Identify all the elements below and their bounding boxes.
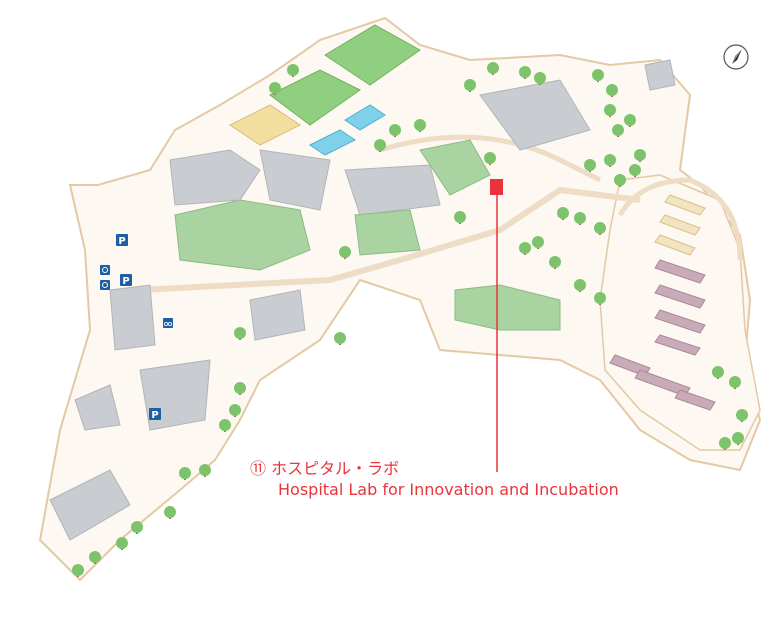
tree-icon [574, 279, 586, 292]
baseball-field [324, 24, 421, 86]
tree-icon [229, 404, 241, 417]
svg-text:P: P [118, 236, 125, 247]
tree-icon [629, 164, 641, 177]
dorm-yellow-group [654, 194, 706, 256]
pool [309, 129, 356, 156]
tree-icon [179, 467, 191, 480]
building-farwest [49, 469, 131, 541]
tree-icon [487, 62, 499, 75]
building-west [109, 284, 156, 351]
tree-icon [287, 64, 299, 77]
trees [72, 62, 748, 577]
tree-icon [549, 256, 561, 269]
tree-icon [234, 327, 246, 340]
tree-icon [606, 84, 618, 97]
tree-icon [219, 419, 231, 432]
pool-2 [344, 104, 386, 131]
building-southwest [74, 384, 121, 431]
tree-icon [634, 149, 646, 162]
tree-icon [454, 211, 466, 224]
tree-icon [72, 564, 84, 577]
tree-icon [612, 124, 624, 137]
tree-icon [534, 72, 546, 85]
tree-icon [574, 212, 586, 225]
parking-icon: P [149, 408, 161, 421]
tree-icon [389, 124, 401, 137]
tree-icon [269, 82, 281, 95]
tree-icon [719, 437, 731, 450]
tree-icon [732, 432, 744, 445]
tree-icon [464, 79, 476, 92]
loop-road [379, 134, 602, 183]
callout-label-en[interactable]: Hospital Lab for Innovation and Incubati… [278, 480, 619, 499]
tree-icon [234, 382, 246, 395]
dorm-building [654, 284, 706, 309]
dorm-building [674, 389, 716, 411]
building-south [454, 284, 561, 331]
tree-icon [729, 376, 741, 389]
ring-road [617, 177, 743, 261]
dorm-building [659, 214, 701, 236]
tree-icon [592, 69, 604, 82]
tree-icon [736, 409, 748, 422]
parking-icon: P [116, 234, 128, 247]
tree-icon [374, 139, 386, 152]
callout-name-ja: ホスピタル・ラボ [271, 459, 400, 478]
dorm-purple-group [609, 259, 716, 411]
tree-icon [131, 521, 143, 534]
tree-icon [484, 152, 496, 165]
tree-icon [519, 66, 531, 79]
dorm-building [654, 259, 706, 284]
svg-text:P: P [122, 276, 129, 287]
tree-icon [164, 506, 176, 519]
svg-text:P: P [151, 410, 158, 421]
tree-icon [594, 222, 606, 235]
tree-icon [532, 236, 544, 249]
tree-icon [594, 292, 606, 305]
building-research [354, 209, 421, 256]
tree-icon [334, 332, 346, 345]
tree-icon [712, 366, 724, 379]
tree-icon [116, 537, 128, 550]
building-annex [249, 289, 306, 341]
main-road [139, 186, 641, 293]
tree-icon [519, 242, 531, 255]
tree-icon [557, 207, 569, 220]
building-clinic [344, 164, 441, 216]
bicycle-icon [163, 318, 173, 328]
building-lab [419, 139, 491, 196]
dorm-building [654, 309, 706, 334]
dorm-building [654, 234, 696, 256]
tennis-courts [229, 104, 301, 146]
accessible-icon [100, 265, 110, 275]
tree-icon [604, 104, 616, 117]
parking-icon: P [120, 274, 132, 287]
accessible-icon [100, 280, 110, 290]
tree-icon [614, 174, 626, 187]
building-north [479, 79, 591, 151]
marker-square[interactable] [490, 179, 503, 195]
dorm-building [664, 194, 706, 216]
building-wing [169, 149, 261, 206]
dorm-building [654, 334, 701, 356]
compass-icon [723, 44, 749, 70]
tree-icon [604, 154, 616, 167]
callout-number: ⑪ [250, 459, 267, 478]
tree-icon [199, 464, 211, 477]
tree-icon [89, 551, 101, 564]
building-center [259, 149, 331, 211]
tree-icon [414, 119, 426, 132]
soccer-field [269, 69, 361, 126]
callout-label-ja[interactable]: ⑪ ホスピタル・ラボ [250, 455, 399, 479]
tree-icon [584, 159, 596, 172]
tree-icon [339, 246, 351, 259]
tree-icon [624, 114, 636, 127]
building-northeast [644, 59, 676, 91]
